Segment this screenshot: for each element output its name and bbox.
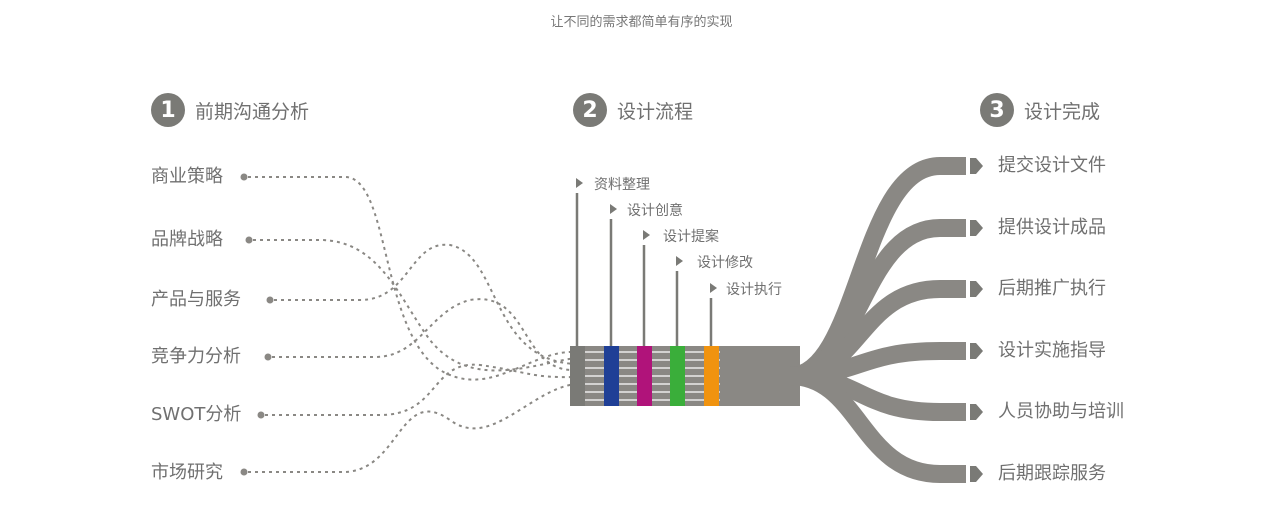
process-markers bbox=[575, 193, 713, 346]
page-subtitle: 让不同的需求都简单有序的实现 bbox=[550, 15, 733, 30]
output-label-3: 后期推广执行 bbox=[998, 278, 1106, 299]
process-arrow-icons bbox=[576, 178, 717, 293]
arrow-icon bbox=[970, 158, 983, 174]
input-label-competitiveness: 竞争力分析 bbox=[151, 346, 241, 367]
output-label-6: 后期跟踪服务 bbox=[998, 463, 1106, 484]
output-arrow-icons bbox=[970, 158, 983, 482]
arrow-icon bbox=[970, 281, 983, 297]
arrow-icon bbox=[676, 256, 683, 266]
input-label-business-strategy: 商业策略 bbox=[151, 166, 223, 187]
output-branches bbox=[788, 157, 966, 483]
process-block-orange bbox=[704, 346, 719, 406]
arrow-icon bbox=[643, 230, 650, 240]
step-2-title: 设计流程 bbox=[617, 100, 694, 123]
input-label-products-services: 产品与服务 bbox=[151, 289, 241, 310]
input-dot-2 bbox=[245, 236, 253, 244]
step-3-number-badge: 3 bbox=[980, 93, 1014, 127]
output-label-5: 人员协助与培训 bbox=[998, 401, 1124, 422]
input-connectors bbox=[240, 173, 576, 476]
arrow-icon bbox=[970, 466, 983, 482]
input-connector-3 bbox=[274, 243, 576, 365]
arrow-icon bbox=[970, 220, 983, 236]
arrow-icon bbox=[970, 343, 983, 359]
process-label-2: 设计创意 bbox=[627, 203, 683, 219]
step-2-number-badge: 2 bbox=[573, 93, 607, 127]
input-dot-5 bbox=[257, 411, 265, 419]
step-3-header: 3 设计完成 bbox=[980, 93, 1100, 127]
step-1-title: 前期沟通分析 bbox=[195, 100, 310, 123]
input-dot-3 bbox=[266, 296, 274, 304]
input-dot-6 bbox=[240, 468, 248, 476]
output-label-1: 提交设计文件 bbox=[998, 155, 1106, 176]
process-label-4: 设计修改 bbox=[697, 255, 753, 271]
process-block-green bbox=[670, 346, 685, 406]
output-label-4: 设计实施指导 bbox=[998, 340, 1106, 361]
step-2-header: 2 设计流程 bbox=[573, 93, 693, 127]
arrow-icon bbox=[710, 283, 717, 293]
process-label-1: 资料整理 bbox=[594, 177, 650, 193]
arrow-icon bbox=[576, 178, 583, 188]
input-connector-1 bbox=[248, 176, 576, 381]
input-connector-2 bbox=[253, 239, 576, 372]
input-connector-6 bbox=[248, 383, 576, 473]
input-connector-4 bbox=[272, 298, 576, 372]
arrow-icon bbox=[610, 204, 617, 214]
output-label-2: 提供设计成品 bbox=[998, 217, 1106, 238]
process-block-blue bbox=[604, 346, 619, 406]
input-label-swot: SWOT分析 bbox=[151, 404, 242, 425]
step-3-title: 设计完成 bbox=[1024, 100, 1101, 123]
process-block-magenta bbox=[637, 346, 652, 406]
input-dot-1 bbox=[240, 173, 248, 181]
process-block-gray bbox=[570, 346, 585, 406]
input-label-market-research: 市场研究 bbox=[151, 462, 223, 483]
input-dot-4 bbox=[264, 353, 272, 361]
input-label-brand-strategy: 品牌战略 bbox=[151, 229, 223, 250]
step-1-number-badge: 1 bbox=[151, 93, 185, 127]
step-1-header: 1 前期沟通分析 bbox=[151, 93, 309, 127]
arrow-icon bbox=[970, 404, 983, 420]
process-label-5: 设计执行 bbox=[726, 282, 782, 298]
output-branch-6 bbox=[789, 367, 966, 483]
process-label-3: 设计提案 bbox=[663, 229, 719, 245]
input-connector-5 bbox=[265, 363, 576, 416]
